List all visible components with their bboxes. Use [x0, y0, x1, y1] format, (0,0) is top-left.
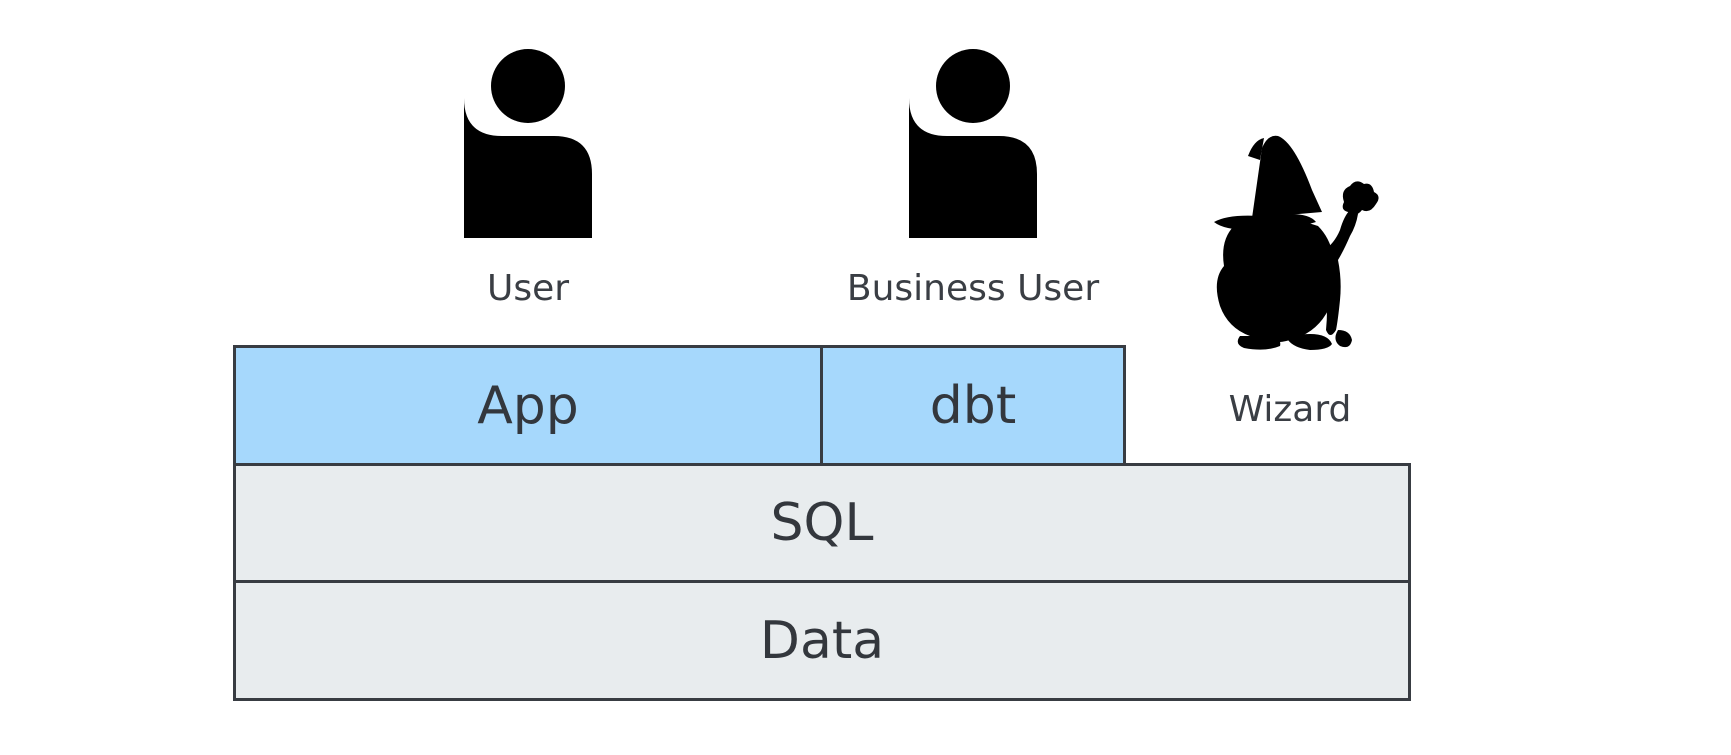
sql-layer-label: SQL: [770, 493, 874, 553]
dbt-layer: dbt: [820, 345, 1126, 466]
app-layer: App: [233, 345, 823, 466]
dbt-layer-label: dbt: [929, 375, 1017, 436]
wizard-icon: [1214, 135, 1379, 350]
business-user-icon: [909, 49, 1037, 238]
data-layer: Data: [233, 580, 1411, 701]
actor-label-wizard: Wizard: [1228, 389, 1352, 430]
actor-label-user: User: [486, 268, 570, 309]
sql-layer: SQL: [233, 463, 1411, 583]
data-layer-label: Data: [759, 610, 885, 671]
user-icon: [464, 49, 592, 238]
actor-label-business-user: Business User: [846, 268, 1100, 309]
app-layer-label: App: [477, 375, 579, 436]
